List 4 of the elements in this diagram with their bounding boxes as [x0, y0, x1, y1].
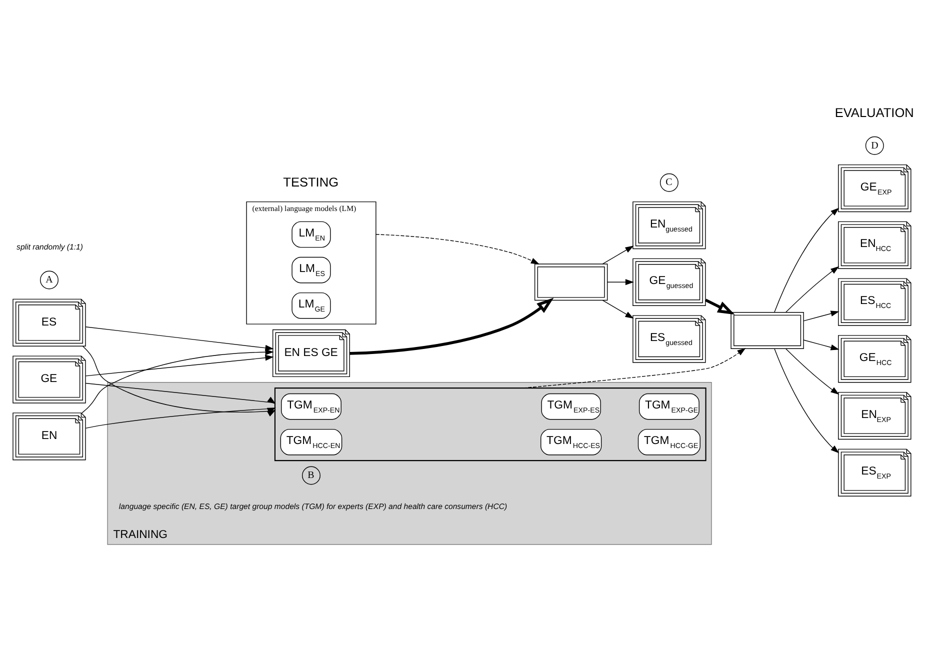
label: language specific (EN, ES, GE) target group models (TGM) for experts (EXP) and health care consumers (HCC) [118, 502, 508, 511]
label: EVALUATION [834, 104, 914, 120]
label: split randomly (1:1) [16, 242, 83, 252]
label: TESTING [283, 174, 339, 190]
